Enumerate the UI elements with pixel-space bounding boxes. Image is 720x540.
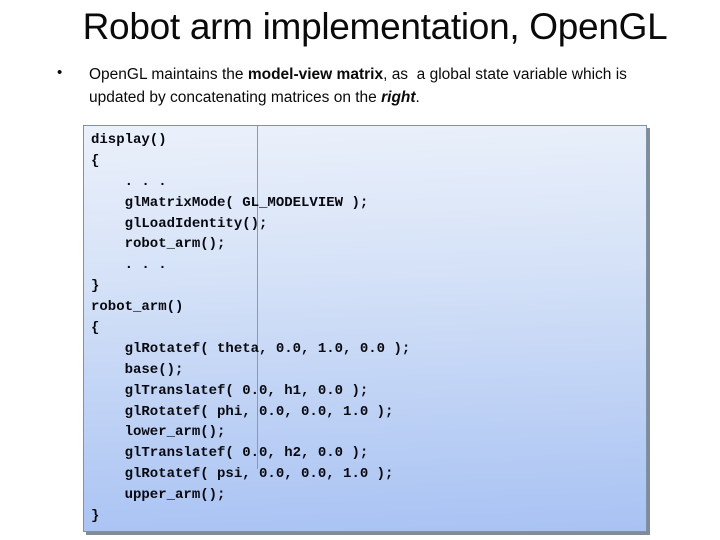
- code-line: robot_arm(): [91, 299, 184, 316]
- bullet-text-segment: updated by concatenating matrices on the: [89, 89, 382, 106]
- code-box: display() { . . . glMatrixMode( GL_MODELV…: [83, 125, 647, 532]
- bullet-text-segment: , as a global state variable which is: [383, 66, 627, 83]
- code-line: glLoadIdentity();: [91, 215, 268, 232]
- code-line: . . .: [91, 173, 167, 190]
- code-line: glTranslatef( 0.0, h1, 0.0 );: [91, 382, 369, 399]
- code-line: }: [91, 278, 100, 295]
- code-line: robot_arm();: [91, 236, 226, 253]
- code-line: display(): [91, 132, 167, 148]
- code-line: base();: [91, 361, 184, 378]
- slide-title: Robot arm implementation, OpenGL: [82, 6, 668, 47]
- bullet-text-segment: right: [381, 89, 416, 106]
- code-line: {: [91, 152, 100, 169]
- code-line: lower_arm();: [91, 424, 226, 441]
- column-divider-line: [257, 126, 258, 469]
- code-line: upper_arm();: [91, 487, 226, 504]
- code-line: glTranslatef( 0.0, h2, 0.0 );: [91, 445, 369, 462]
- bullet-text: OpenGL maintains the model-view matrix, …: [89, 63, 679, 109]
- code-line: {: [91, 320, 100, 337]
- code-line: glRotatef( theta, 0.0, 1.0, 0.0 );: [91, 340, 411, 357]
- code-line: glRotatef( phi, 0.0, 0.0, 1.0 );: [91, 403, 394, 420]
- code-line: . . .: [91, 257, 167, 274]
- code-line: glRotatef( psi, 0.0, 0.0, 1.0 );: [91, 466, 394, 483]
- bullet-text-segment: model-view matrix: [247, 66, 384, 83]
- code-line: }: [91, 508, 100, 525]
- bullet-text-segment: OpenGL maintains the: [89, 66, 248, 83]
- code-line: glMatrixMode( GL_MODELVIEW );: [91, 194, 369, 211]
- bullet-text-segment: .: [415, 89, 420, 106]
- code-listing: display() { . . . glMatrixMode( GL_MODELV…: [84, 126, 646, 531]
- bullet-marker: •: [57, 64, 63, 81]
